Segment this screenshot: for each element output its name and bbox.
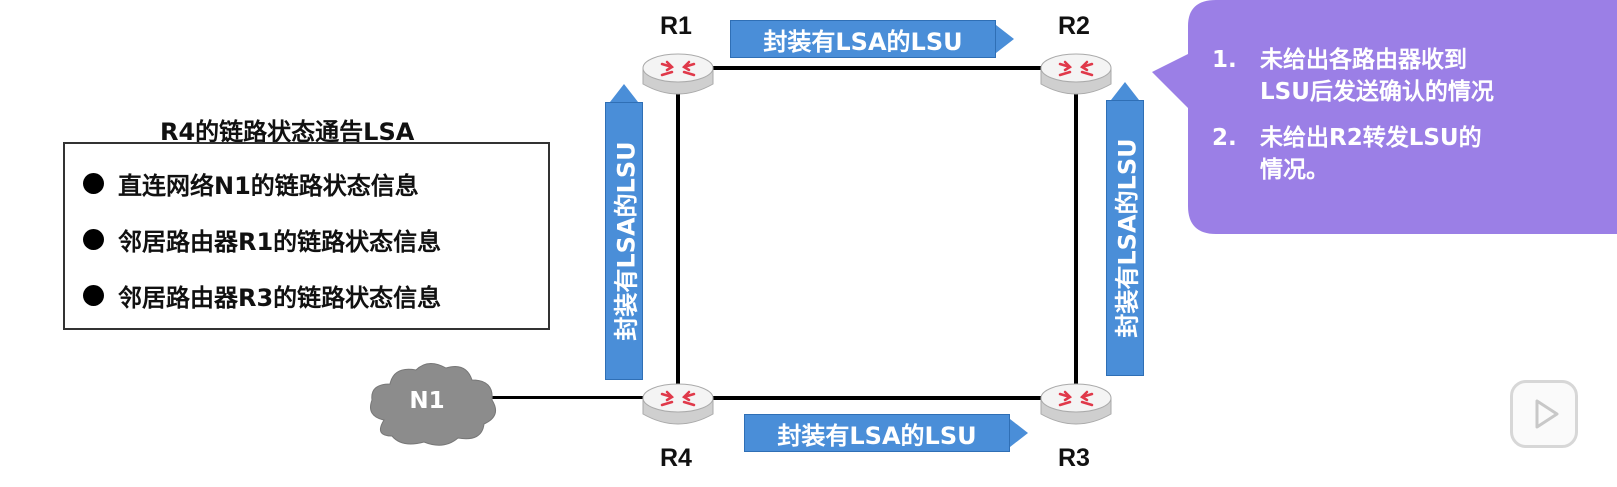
lsu-arrow-right-label: 封装有LSA的LSU [1113,138,1142,338]
lsa-item-text: 邻居路由器R1的链路状态信息 [118,228,442,256]
callout-item-1-line-1: 未给出各路由器收到 [1260,47,1467,73]
lsa-item: 直连网络N1的链路状态信息 [83,166,419,201]
bullet-icon [83,173,104,194]
callout-item-2-line-2: 情况。 [1260,157,1329,183]
callout-item-1-line-2: LSU后发送确认的情况 [1260,79,1494,105]
lsu-arrow-left: 封装有LSA的LSU [603,84,645,380]
bullet-icon [83,229,104,250]
lsa-item: 邻居路由器R3的链路状态信息 [83,278,441,313]
lsa-box: 直连网络N1的链路状态信息 邻居路由器R1的链路状态信息 邻居路由器R3的链路状… [63,142,550,330]
callout-bubble [1152,0,1617,234]
router-label-r1: R1 [660,12,692,40]
arrow-right-icon [1010,419,1028,447]
lsa-title: R4的链路状态通告LSA [160,118,415,146]
router-icon [1040,383,1112,425]
router-label-r2: R2 [1058,12,1090,40]
arrow-up-icon [1111,82,1139,100]
link-n1-r4 [488,396,680,399]
play-button[interactable] [1510,380,1578,448]
lsa-item: 邻居路由器R1的链路状态信息 [83,222,441,257]
router-r1[interactable] [640,48,716,104]
arrow-right-icon [996,25,1014,53]
router-icon [1040,53,1112,95]
cloud-icon [370,363,497,446]
router-r2[interactable] [1038,48,1114,104]
router-r4[interactable] [640,378,716,434]
callout-item-2-line-1: 未给出R2转发LSU的 [1260,125,1482,151]
network-n1[interactable]: N1 [362,358,502,450]
network-label-n1: N1 [409,388,445,414]
callout-item-2-num: 2. [1212,125,1237,151]
lsu-arrow-left-label: 封装有LSA的LSU [612,141,641,341]
router-label-r4: R4 [660,444,692,472]
lsa-item-text: 邻居路由器R3的链路状态信息 [118,284,442,312]
lsu-arrow-bottom-label: 封装有LSA的LSU [744,414,1010,452]
link-r1-r4 [676,70,680,398]
bullet-icon [83,285,104,306]
router-icon [642,53,714,95]
lsu-arrow-top: 封装有LSA的LSU [730,18,1014,60]
link-r4-r3 [678,396,1078,400]
router-r3[interactable] [1038,378,1114,434]
lsu-arrow-right: 封装有LSA的LSU [1104,82,1146,376]
link-r1-r2 [678,66,1078,70]
play-icon [1535,399,1559,429]
arrow-up-icon [610,84,638,102]
lsa-item-text: 直连网络N1的链路状态信息 [118,172,419,200]
callout-item-1-num: 1. [1212,47,1237,73]
link-r2-r3 [1074,70,1078,398]
lsu-arrow-top-label: 封装有LSA的LSU [730,20,996,58]
router-icon [642,383,714,425]
lsu-arrow-bottom: 封装有LSA的LSU [744,412,1028,454]
router-label-r3: R3 [1058,444,1090,472]
